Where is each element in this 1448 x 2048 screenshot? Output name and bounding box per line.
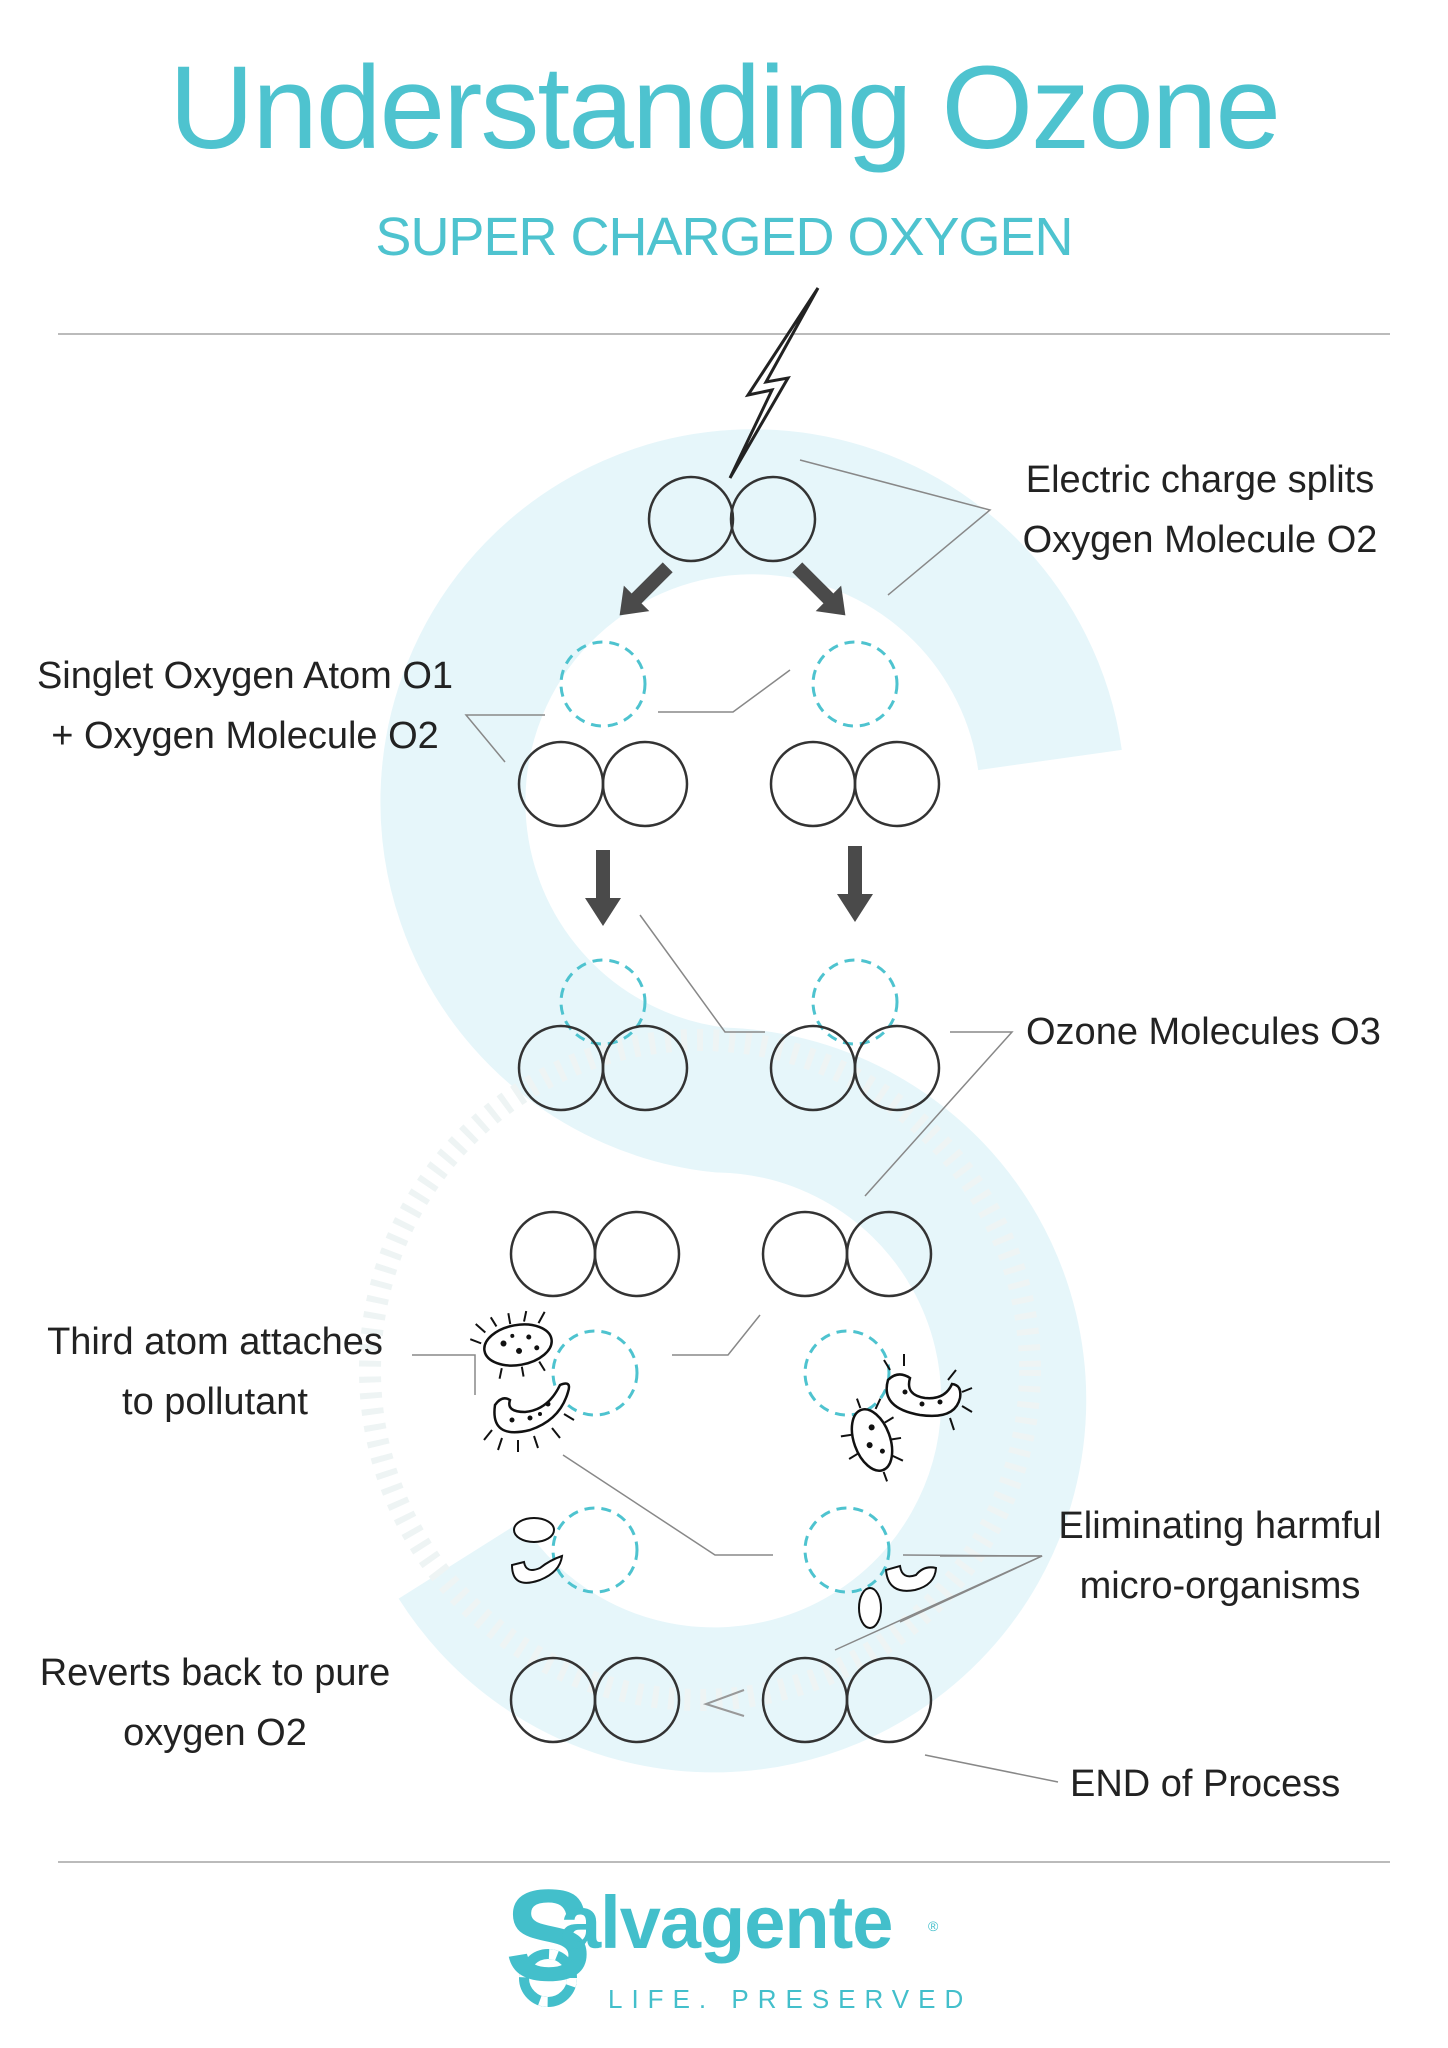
bacteria-icon (883, 1354, 973, 1431)
leader-lines (412, 459, 1059, 1783)
label-line: END of Process (1070, 1763, 1341, 1805)
label-line: Singlet Oxygen Atom O1 (36, 655, 454, 697)
watermark-logo (359, 429, 1122, 1773)
bacteria-icon (840, 1398, 904, 1482)
stage2-o2-molecules (517, 740, 941, 828)
ozone-molecules-o3 (517, 958, 941, 1112)
label-third-atom: Third atom attaches to pollutant (30, 1312, 400, 1432)
label-line: Ozone Molecules O3 (1026, 1011, 1381, 1053)
brand-initial: S (505, 1862, 592, 2008)
oxygen-molecule-o2 (647, 475, 817, 563)
attaching-atoms (551, 1329, 891, 1417)
lightning-bolt-icon (728, 287, 820, 479)
label-reverts: Reverts back to pure oxygen O2 (30, 1643, 400, 1763)
revert-chevron (702, 1689, 745, 1717)
label-ozone-molecules: Ozone Molecules O3 (1026, 1002, 1381, 1062)
down-arrows (585, 846, 873, 926)
stage4-o2-molecules (509, 1210, 933, 1298)
small-bacteria-icon (510, 1517, 938, 1629)
label-line: Reverts back to pure (39, 1652, 391, 1694)
label-eliminating: Eliminating harmful micro-organisms (1040, 1496, 1400, 1616)
final-o2-molecules (509, 1656, 933, 1744)
label-line: to pollutant (122, 1381, 308, 1423)
label-line: oxygen O2 (123, 1712, 307, 1754)
brand-name: alvagente (560, 1881, 893, 1964)
label-line: Third atom attaches (47, 1321, 383, 1363)
bacteria-icon (469, 1310, 553, 1379)
label-line: Oxygen Molecule O2 (1022, 519, 1378, 561)
singlet-atoms (559, 640, 899, 728)
registered-mark: ® (928, 1918, 939, 1934)
label-electric-charge: Electric charge splits Oxygen Molecule O… (1000, 450, 1400, 570)
label-line: + Oxygen Molecule O2 (51, 715, 439, 757)
page-subtitle: SUPER CHARGED OXYGEN (375, 207, 1073, 267)
page-title: Understanding Ozone (169, 42, 1281, 174)
brand-tagline: LIFE. PRESERVED (608, 1984, 973, 2014)
lifebuoy-icon (519, 1949, 577, 2007)
split-arrows (619, 562, 846, 616)
label-singlet-oxygen: Singlet Oxygen Atom O1 + Oxygen Molecule… (30, 646, 460, 766)
bacteria-icon (483, 1382, 575, 1452)
eliminating-atoms (551, 1506, 891, 1594)
label-line: micro-organisms (1079, 1565, 1361, 1607)
label-end-of-process: END of Process (1070, 1754, 1340, 1814)
label-line: Electric charge splits (1025, 459, 1375, 501)
label-line: Eliminating harmful (1058, 1505, 1382, 1547)
